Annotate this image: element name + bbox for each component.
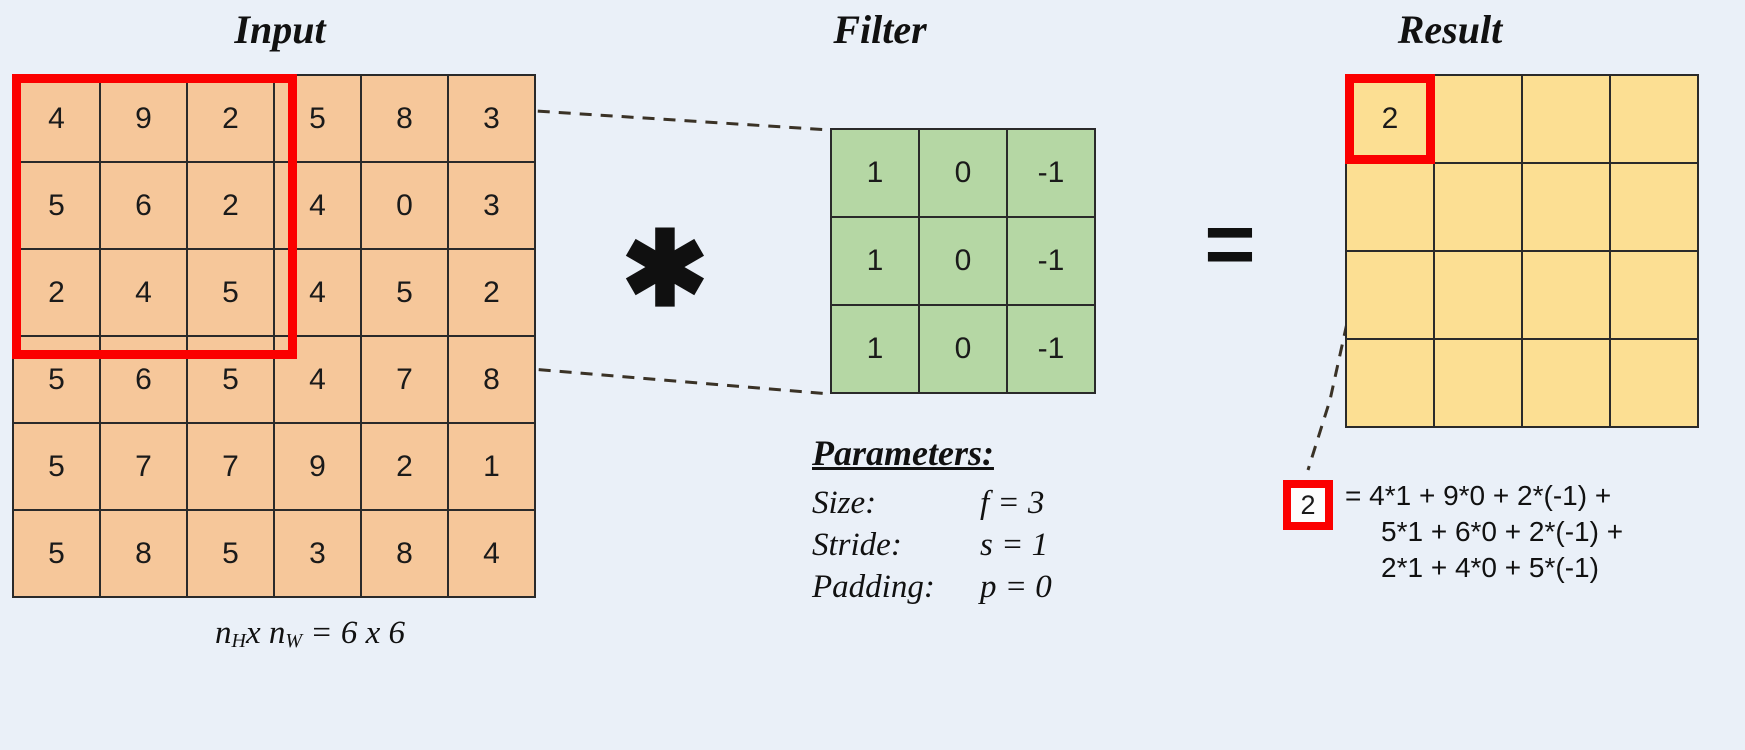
input-cell-4-2: 7 [188, 424, 275, 511]
input-cell-2-5: 2 [449, 250, 536, 337]
input-cell-0-3: 5 [275, 76, 362, 163]
convolution-operator-icon: ✱ [621, 212, 709, 328]
input-cell-4-1: 7 [101, 424, 188, 511]
filter-cell-2-0: 1 [832, 306, 920, 394]
input-cell-2-1: 4 [101, 250, 188, 337]
input-cell-4-5: 1 [449, 424, 536, 511]
input-cell-1-5: 3 [449, 163, 536, 250]
result-cell-2-1 [1435, 252, 1523, 340]
input-cell-4-4: 2 [362, 424, 449, 511]
input-cell-5-2: 5 [188, 511, 275, 598]
result-matrix: 2 [1345, 74, 1699, 428]
computation-lines: = 4*1 + 9*0 + 2*(-1) + 5*1 + 6*0 + 2*(-1… [1345, 478, 1623, 586]
input-cell-1-0: 5 [14, 163, 101, 250]
result-cell-0-0: 2 [1347, 76, 1435, 164]
filter-cell-0-2: -1 [1008, 130, 1096, 218]
input-cell-5-5: 4 [449, 511, 536, 598]
computation-result-chip: 2 [1283, 480, 1333, 530]
parameter-value-2: p = 0 [980, 569, 1052, 605]
input-cell-1-4: 0 [362, 163, 449, 250]
filter-cell-1-2: -1 [1008, 218, 1096, 306]
result-cell-1-3 [1611, 164, 1699, 252]
filter-cell-2-1: 0 [920, 306, 1008, 394]
input-cell-3-3: 4 [275, 337, 362, 424]
input-cell-1-3: 4 [275, 163, 362, 250]
input-cell-0-5: 3 [449, 76, 536, 163]
result-cell-0-3 [1611, 76, 1699, 164]
filter-cell-1-1: 0 [920, 218, 1008, 306]
filter-cell-2-2: -1 [1008, 306, 1096, 394]
result-cell-1-1 [1435, 164, 1523, 252]
parameter-label-0: Size: [812, 485, 877, 521]
parameter-value-1: s = 1 [980, 527, 1049, 563]
input-cell-4-3: 9 [275, 424, 362, 511]
input-cell-3-1: 6 [101, 337, 188, 424]
result-cell-3-0 [1347, 340, 1435, 428]
filter-title: Filter [833, 7, 927, 52]
input-cell-5-0: 5 [14, 511, 101, 598]
result-title: Result [1397, 7, 1503, 52]
input-cell-3-4: 7 [362, 337, 449, 424]
computation-line-2: 5*1 + 6*0 + 2*(-1) + [1381, 516, 1624, 547]
input-dimensions-caption: nHx nW = 6 x 6 [60, 615, 560, 653]
filter-cell-0-1: 0 [920, 130, 1008, 218]
result-cell-2-3 [1611, 252, 1699, 340]
parameter-label-1: Stride: [812, 527, 902, 563]
input-cell-0-0: 4 [14, 76, 101, 163]
result-cell-1-2 [1523, 164, 1611, 252]
caption-times: x n [245, 615, 286, 651]
parameters-heading: Parameters: [812, 433, 994, 473]
caption-n-h: n [215, 615, 232, 651]
result-cell-3-1 [1435, 340, 1523, 428]
parameter-value-0: f = 3 [980, 485, 1045, 521]
filter-cell-1-0: 1 [832, 218, 920, 306]
input-cell-5-3: 3 [275, 511, 362, 598]
caption-sub-h: H [231, 630, 246, 652]
caption-sub-w: W [285, 630, 303, 652]
input-cell-1-1: 6 [101, 163, 188, 250]
input-cell-0-4: 8 [362, 76, 449, 163]
computation-line-3: 2*1 + 4*0 + 5*(-1) [1381, 552, 1599, 583]
computation-block: 2 = 4*1 + 9*0 + 2*(-1) + 5*1 + 6*0 + 2*(… [1283, 478, 1623, 586]
result-cell-1-0 [1347, 164, 1435, 252]
result-cell-0-1 [1435, 76, 1523, 164]
input-cell-3-0: 5 [14, 337, 101, 424]
input-cell-2-2: 5 [188, 250, 275, 337]
input-cell-1-2: 2 [188, 163, 275, 250]
result-cell-3-2 [1523, 340, 1611, 428]
result-cell-0-2 [1523, 76, 1611, 164]
parameter-label-2: Padding: [812, 569, 935, 605]
computation-line-1: = 4*1 + 9*0 + 2*(-1) + [1345, 480, 1612, 511]
parameter-row-2: Padding: p = 0 [812, 566, 1232, 608]
filter-cell-0-0: 1 [832, 130, 920, 218]
input-title: Input [234, 7, 326, 52]
input-cell-3-5: 8 [449, 337, 536, 424]
input-cell-2-4: 5 [362, 250, 449, 337]
equals-operator-icon: = [1204, 194, 1256, 293]
input-cell-0-1: 9 [101, 76, 188, 163]
input-cell-5-1: 8 [101, 511, 188, 598]
result-cell-2-2 [1523, 252, 1611, 340]
input-cell-4-0: 5 [14, 424, 101, 511]
input-cell-5-4: 8 [362, 511, 449, 598]
input-cell-0-2: 2 [188, 76, 275, 163]
input-cell-2-3: 4 [275, 250, 362, 337]
input-cell-3-2: 5 [188, 337, 275, 424]
result-cell-3-3 [1611, 340, 1699, 428]
parameters-rows: Size: f = 3 Stride: s = 1 Padding: p = 0 [812, 482, 1232, 608]
input-cell-2-0: 2 [14, 250, 101, 337]
result-cell-2-0 [1347, 252, 1435, 340]
parameter-row-0: Size: f = 3 [812, 482, 1232, 524]
parameter-row-1: Stride: s = 1 [812, 524, 1232, 566]
caption-value: = 6 x 6 [310, 615, 405, 651]
